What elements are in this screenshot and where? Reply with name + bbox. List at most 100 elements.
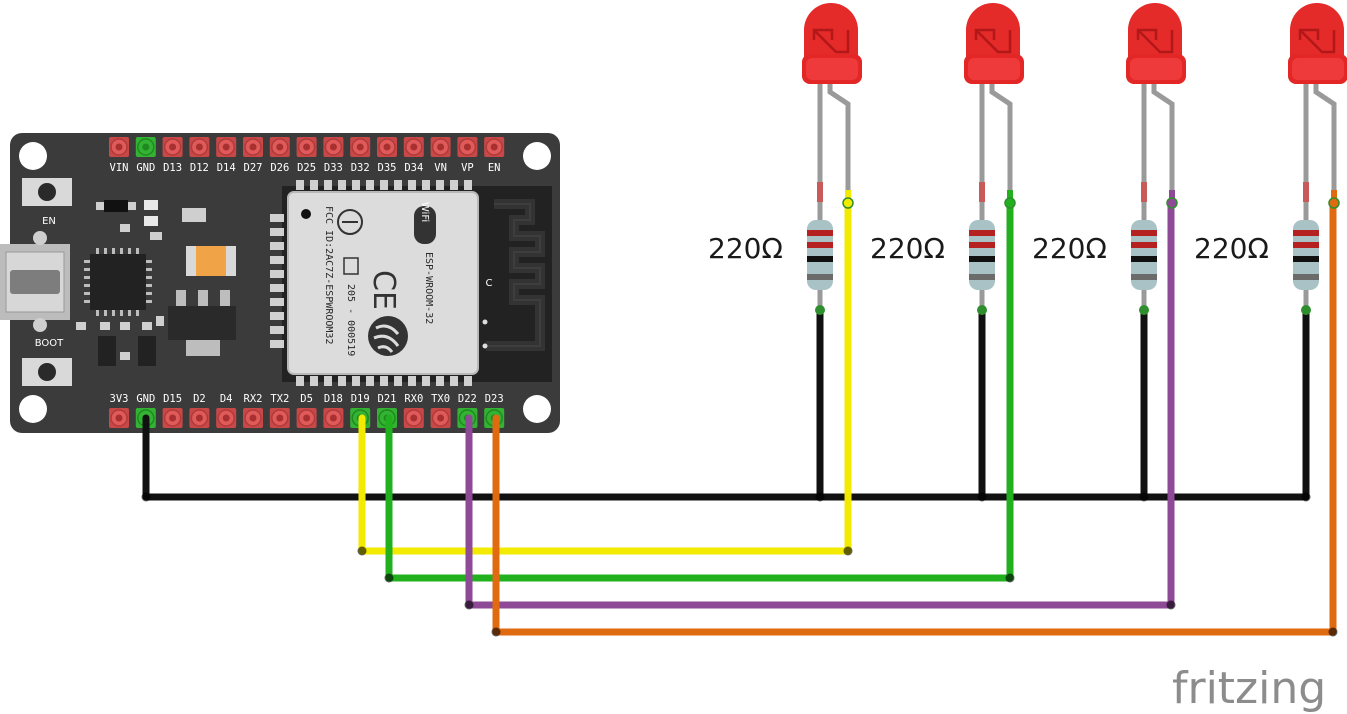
bottom-pin-label: RX0 (404, 393, 423, 405)
wire-junction (491, 627, 501, 637)
bottom-pin-label: TX0 (431, 393, 450, 405)
boot-button[interactable]: BOOT (22, 338, 72, 386)
bottom-pin-tx2[interactable] (269, 408, 290, 428)
top-pin-label: D25 (297, 162, 316, 174)
bottom-pin-label: D19 (351, 393, 370, 405)
bottom-pin-label: D21 (378, 393, 397, 405)
top-pin-label: D26 (270, 162, 289, 174)
bottom-pin-label: D2 (193, 393, 206, 405)
top-pin-label: D34 (404, 162, 423, 174)
en-button[interactable]: EN (22, 178, 72, 227)
smd-components (76, 200, 236, 366)
resistor (1131, 197, 1178, 315)
bottom-pin-label: D22 (458, 393, 477, 405)
top-pin-label: D14 (217, 162, 236, 174)
top-pin-d12[interactable] (189, 137, 210, 157)
bottom-pin-rx2[interactable] (243, 408, 263, 428)
led-anode-leg (989, 80, 1013, 200)
top-pin-label: GND (136, 162, 155, 174)
top-pin-d27[interactable] (243, 137, 263, 157)
green-wire (385, 199, 1014, 582)
bottom-pin-label: D4 (220, 393, 233, 405)
fcc-logo-icon (337, 209, 363, 235)
red-led (802, 3, 862, 84)
bottom-pin-label: RX2 (244, 393, 263, 405)
orange-wire (492, 199, 1337, 636)
wire-junction (1166, 600, 1176, 610)
top-pin-en[interactable] (484, 137, 505, 157)
top-pin-d13[interactable] (162, 137, 183, 157)
top-pin-vin[interactable] (109, 137, 129, 157)
top-pin-gnd[interactable] (135, 137, 156, 157)
top-pin-label: VIN (110, 162, 129, 174)
en-button-label: EN (42, 216, 56, 227)
led-anode-leg (1151, 80, 1175, 200)
mount-hole (19, 395, 47, 423)
boot-button-label: BOOT (35, 338, 64, 349)
bottom-pin-label: TX2 (270, 393, 289, 405)
top-pin-d32[interactable] (350, 137, 371, 157)
resistor (1293, 197, 1340, 315)
top-pin-d14[interactable] (216, 137, 237, 157)
top-pin-vp[interactable] (457, 137, 478, 157)
red-led (964, 3, 1024, 84)
wire-junction (1139, 492, 1149, 502)
bottom-pin-label: D18 (324, 393, 343, 405)
resistor-label: 220Ω (1194, 232, 1269, 265)
resistor-label: 220Ω (708, 232, 783, 265)
led-stage-3: 220Ω (1032, 3, 1186, 315)
resistor-label: 220Ω (870, 232, 945, 265)
top-pin-d34[interactable] (403, 137, 424, 157)
module-code: 205 - 000519 (345, 284, 356, 356)
top-pin-d35[interactable] (377, 137, 397, 157)
bottom-pin-label: 3V3 (110, 393, 129, 405)
bottom-pin-d18[interactable] (323, 408, 344, 428)
bottom-pin-3v3[interactable] (109, 408, 129, 428)
top-pin-label: VP (461, 162, 474, 174)
resistor-label: 220Ω (1032, 232, 1107, 265)
module-model: ESP-WROOM-32 (423, 252, 434, 324)
yellow-wire (358, 199, 852, 555)
mount-hole (19, 142, 47, 170)
rohs-mark-icon (343, 257, 359, 275)
top-pin-label: VN (434, 162, 447, 174)
bottom-pin-label: GND (136, 393, 155, 405)
wifi-text: WiFi (419, 202, 430, 222)
wire-junction (1328, 627, 1338, 637)
top-pin-label: EN (488, 162, 501, 174)
bottom-pin-tx0[interactable] (430, 408, 451, 428)
bottom-pin-d4[interactable] (216, 408, 237, 428)
led-anode-leg (827, 80, 851, 200)
bottom-pin-d5[interactable] (296, 408, 317, 428)
bottom-pin-d2[interactable] (189, 408, 210, 428)
wires (141, 199, 1338, 637)
wire-junction (977, 492, 987, 502)
wire-junction (843, 546, 853, 556)
top-pin-d26[interactable] (269, 137, 290, 157)
top-pin-label: D13 (163, 162, 182, 174)
module-fcc-id: FCC ID:2AC7Z-ESPWROOM32 (323, 206, 334, 344)
bottom-pin-label: D23 (485, 393, 504, 405)
bottom-pin-label: D15 (163, 393, 182, 405)
top-pin-d33[interactable] (323, 137, 344, 157)
wire-junction (815, 492, 825, 502)
bottom-pin-d15[interactable] (162, 408, 183, 428)
resistor (969, 197, 1016, 315)
espressif-logo-icon (368, 316, 408, 356)
bottom-pin-rx0[interactable] (403, 408, 424, 428)
wire-junction (1005, 573, 1015, 583)
wire-junction (141, 492, 151, 502)
purple-wire (465, 199, 1175, 609)
top-pin-label: D12 (190, 162, 209, 174)
top-pin-vn[interactable] (430, 137, 451, 157)
wire-junction (384, 573, 394, 583)
antenna-mark: C (486, 278, 493, 289)
top-pin-d25[interactable] (296, 137, 317, 157)
wifi-logo-icon: WiFi (414, 202, 436, 244)
led-anode-leg (1313, 80, 1337, 200)
antenna: C (482, 199, 545, 351)
esp32-board: EN BOOT (0, 133, 560, 433)
